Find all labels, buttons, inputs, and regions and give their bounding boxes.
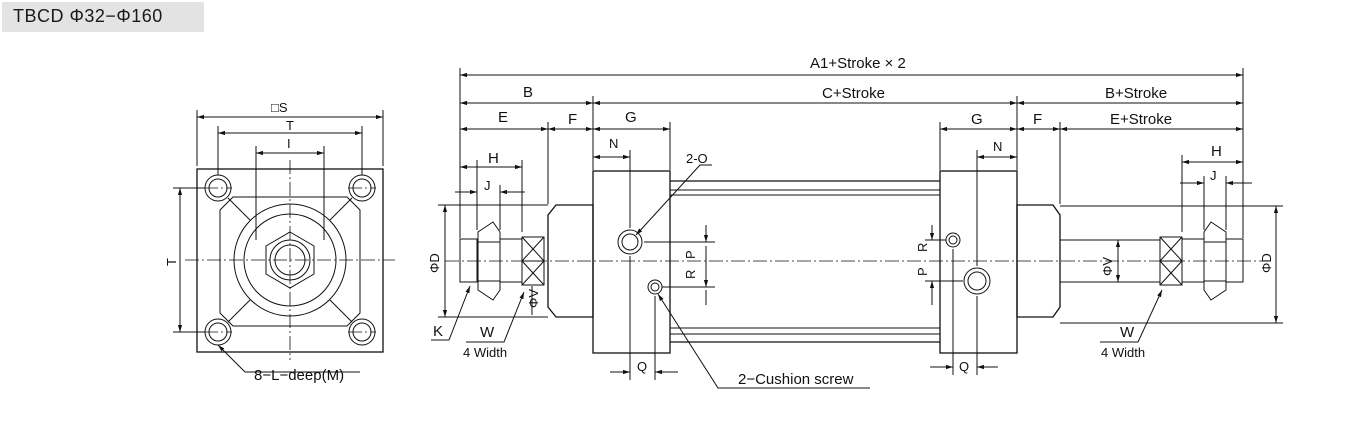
rod-nut-right xyxy=(1203,221,1227,301)
width-note: 4 Width xyxy=(463,345,507,360)
dim-p: P xyxy=(683,250,698,259)
rod-end-left xyxy=(459,238,478,283)
dim-t-top: T xyxy=(286,118,294,133)
dim-g: G xyxy=(625,109,637,126)
port-right xyxy=(963,267,991,295)
dim-o: 2-O xyxy=(686,151,708,166)
dim-square-s: □S xyxy=(271,100,288,115)
rod-nut-left xyxy=(477,221,501,301)
head-cover-right xyxy=(939,170,1018,354)
title-badge: TBCD Φ32−Φ160 xyxy=(2,2,204,32)
dim-h: H xyxy=(488,150,499,167)
dim-w-right: W xyxy=(1120,324,1135,341)
dim-f-right: F xyxy=(1033,111,1042,128)
dim-w: W xyxy=(480,324,495,341)
dim-t-left: T xyxy=(164,258,179,266)
dim-a1: A1+Stroke × 2 xyxy=(810,55,906,72)
dim-k: K xyxy=(433,323,443,340)
dim-b: B xyxy=(523,84,533,101)
page-title: TBCD Φ32−Φ160 xyxy=(13,6,163,26)
dim-i: I xyxy=(287,136,291,151)
rod-end-right xyxy=(1225,238,1244,283)
bolt-note: 8−L−deep(M) xyxy=(254,367,344,384)
port-left xyxy=(617,229,643,255)
cushion-screw-left xyxy=(647,279,663,295)
end-plate-chamfer xyxy=(219,196,361,327)
gland-right xyxy=(1016,204,1061,318)
dim-j-right: J xyxy=(1210,168,1217,183)
cushion-screw-right xyxy=(945,232,961,248)
head-cover-left xyxy=(592,170,671,354)
dim-q-right: Q xyxy=(959,359,969,374)
dim-r-right: R xyxy=(915,243,930,252)
dim-e: E xyxy=(498,109,508,126)
dim-phi-d: ΦD xyxy=(427,253,442,273)
dim-j: J xyxy=(484,178,491,193)
dim-phi-d-right: ΦD xyxy=(1259,253,1274,273)
dim-r: R xyxy=(683,270,698,279)
dim-c: C+Stroke xyxy=(822,85,885,102)
end-view: □S T I T 8−L−deep(M) xyxy=(164,100,395,384)
dim-n-right: N xyxy=(993,139,1002,154)
dim-phi-v-right: ΦV xyxy=(1100,257,1115,276)
width-note-right: 4 Width xyxy=(1101,345,1145,360)
cushion-note: 2−Cushion screw xyxy=(738,371,854,388)
dim-g-right: G xyxy=(971,111,983,128)
dim-b-right: B+Stroke xyxy=(1105,85,1167,102)
dim-q: Q xyxy=(637,359,647,374)
dim-f: F xyxy=(568,111,577,128)
dim-h-right: H xyxy=(1211,143,1222,160)
dim-e-right: E+Stroke xyxy=(1110,111,1172,128)
dim-n: N xyxy=(609,136,618,151)
dim-phi-v: ΦV xyxy=(526,289,541,308)
side-view: A1+Stroke × 2 B C+Stroke B+Stroke E F G … xyxy=(427,55,1283,389)
dim-p-right: P xyxy=(915,267,930,276)
